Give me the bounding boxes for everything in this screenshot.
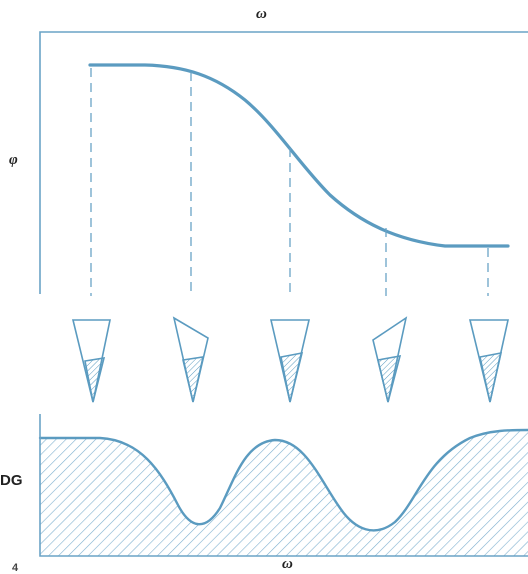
cone-3 [269,319,311,403]
corner-number: 4 [12,562,19,574]
cone-4 [372,316,408,403]
cone-row [71,316,509,403]
dg-panel [38,414,528,557]
phase-curve [88,63,510,248]
cone-2 [172,316,209,403]
dg-panel-frame [39,414,528,557]
phi-axis-label: φ [9,152,18,168]
bottom-omega-label: ω [282,556,293,572]
dg-axis-label: DG [0,472,23,489]
drop-lines [90,68,489,296]
phase-panel [39,31,528,296]
cone-5 [468,319,509,403]
dg-filled-area [40,430,528,556]
top-omega-label: ω [256,6,267,22]
phase-panel-frame [39,31,528,294]
cone-1 [71,319,111,403]
dg-curve [38,428,528,532]
